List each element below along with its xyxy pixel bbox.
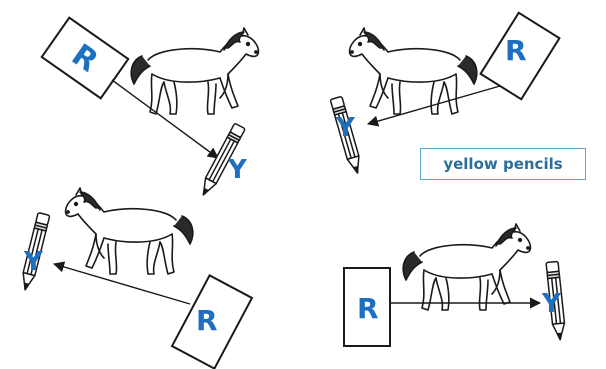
panel-top-left: R Y (40, 16, 260, 199)
target-letter-bottom-left: Y (23, 247, 44, 277)
horse-icon-top-left (130, 27, 260, 115)
card-top-left (40, 16, 130, 100)
source-letter-bottom-left: R (196, 304, 218, 337)
label-text: yellow pencils (443, 155, 563, 173)
target-letter-bottom-right: Y (541, 289, 562, 319)
horse-icon-bottom-left (64, 187, 194, 275)
horse-icon-bottom-right (402, 223, 532, 311)
card-bottom-right (343, 267, 391, 347)
label-box: yellow pencils (420, 148, 586, 180)
card-bottom-left (170, 274, 254, 369)
panel-bottom-right: R Y (343, 223, 567, 347)
horse-icon-top-right (348, 27, 478, 115)
panel-bottom-left: R Y (18, 187, 254, 369)
target-letter-top-right: Y (335, 113, 356, 143)
source-letter-bottom-right: R (357, 292, 379, 325)
arrow-top-left (111, 79, 219, 159)
target-letter-top-left: Y (227, 155, 248, 185)
card-top-right (479, 11, 561, 101)
panel-top-right: R Y (329, 11, 561, 176)
source-letter-top-right: R (505, 34, 527, 67)
arrow-top-right (366, 85, 501, 127)
arrow-bottom-left (52, 261, 191, 305)
